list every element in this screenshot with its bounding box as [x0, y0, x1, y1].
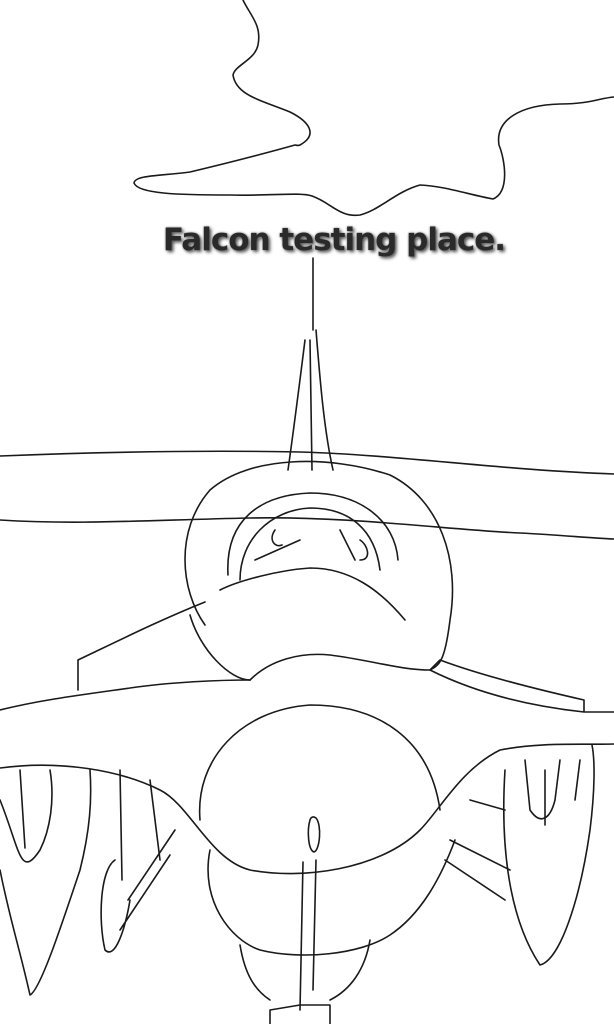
- left-pod-outer: [0, 769, 53, 863]
- nose-tip: [307, 816, 321, 853]
- vertical-stabilizer: [287, 329, 334, 471]
- nose-cone: [198, 704, 441, 821]
- intake-inner-ring: [227, 492, 399, 576]
- lower-fuselage: [207, 839, 456, 956]
- left-pylon: [119, 769, 161, 881]
- landing-gear: [239, 939, 371, 1024]
- gear-strut: [299, 859, 317, 1011]
- left-tank: [0, 769, 92, 996]
- right-missile: [444, 799, 511, 901]
- right-wing: [429, 659, 614, 713]
- canopy-band: [0, 743, 614, 875]
- intake-detail: [254, 529, 369, 561]
- left-wing: [0, 601, 251, 711]
- intake-outer-ring: [184, 460, 454, 671]
- left-missile: [100, 829, 176, 953]
- right-tank: [503, 744, 595, 966]
- caption-text: Falcon testing place.: [162, 222, 506, 258]
- intake-lip: [239, 507, 381, 581]
- right-pod: [524, 759, 581, 826]
- horizon-line-upper: [0, 450, 614, 475]
- horizon-line-lower: [0, 517, 614, 540]
- upper-fuselage: [189, 567, 406, 681]
- cloud-outline: [133, 0, 614, 217]
- spine: [249, 653, 431, 681]
